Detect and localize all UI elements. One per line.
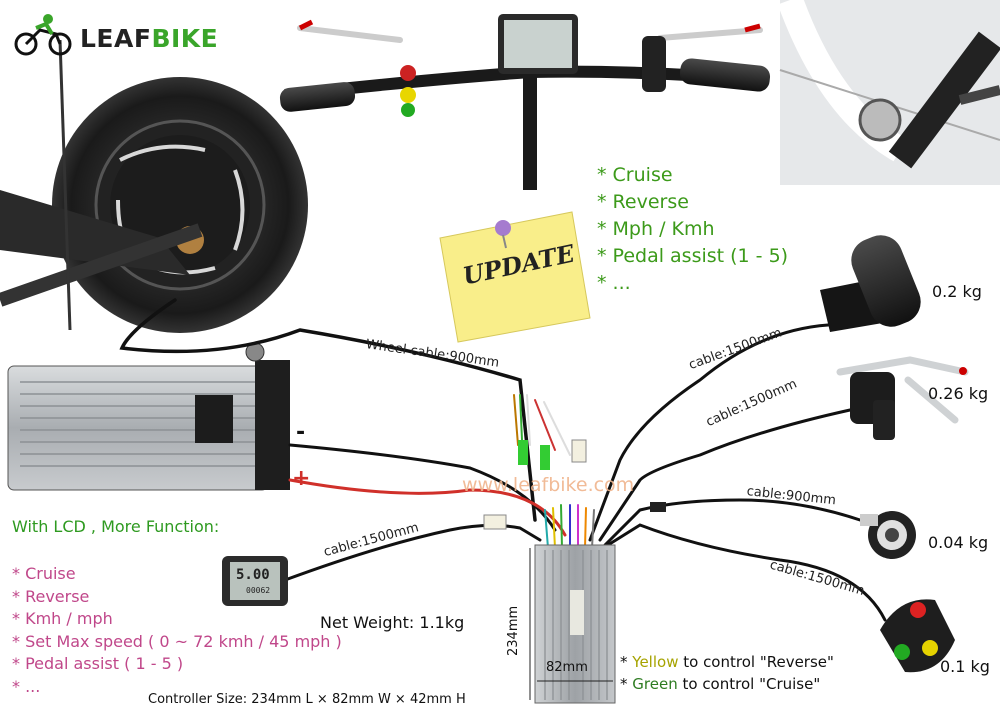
switch-note-line-reverse: * Yellow to control "Reverse" <box>620 651 834 673</box>
lcd-function-item: * Reverse <box>12 586 90 606</box>
controller <box>529 544 616 704</box>
note-color-green: Green <box>632 675 678 693</box>
handlebar <box>279 14 771 190</box>
battery-plus-label: + <box>292 466 311 491</box>
controller-width-label: 82mm <box>546 660 588 675</box>
controller-size-caption: Controller Size: 234mm L × 82mm W × 42mm… <box>148 692 466 707</box>
lcd-connector <box>483 514 507 530</box>
net-weight: Net Weight: 1.1kg <box>320 613 465 632</box>
note-suffix: to control "Cruise" <box>677 675 821 693</box>
switch-function-item: * ... <box>597 272 631 294</box>
switch-function-list: * Cruise * Reverse * Mph / Kmh * Pedal a… <box>597 162 788 297</box>
brake-lever <box>836 356 969 440</box>
sticky-note <box>439 211 591 343</box>
switch-note-line-cruise: * Green to control "Cruise" <box>620 673 834 695</box>
pas-weight: 0.04 kg <box>928 533 989 552</box>
lcd-function-item: * ... <box>12 676 41 696</box>
lcd-function-list: * Cruise * Reverse * Kmh / mph * Set Max… <box>12 563 342 698</box>
brake-weight: 0.26 kg <box>928 384 989 403</box>
switch-color-note: * Yellow to control "Reverse" * Green to… <box>620 651 834 695</box>
switch-function-item: * Pedal assist (1 - 5) <box>597 245 789 267</box>
watermark-text: www.leafbike.com <box>462 474 635 496</box>
lcd-speed-readout: 5.00 <box>236 567 270 583</box>
crank-photo <box>777 0 1000 185</box>
battery <box>7 342 290 491</box>
throttle-weight: 0.2 kg <box>932 282 982 301</box>
lcd-function-item: * Pedal assist ( 1 - 5 ) <box>12 654 184 673</box>
battery-minus-label: - <box>296 420 306 445</box>
brand-name-part2: BIKE <box>151 24 219 53</box>
controller-height-label: 234mm <box>506 605 521 656</box>
switch-function-item: * Cruise <box>597 164 673 186</box>
handlebar-switch <box>880 599 955 673</box>
note-color-yellow: Yellow <box>632 653 679 671</box>
brand-logo-icon <box>12 12 76 56</box>
switch-function-item: * Mph / Kmh <box>597 218 715 240</box>
switch-weight: 0.1 kg <box>940 657 990 676</box>
note-prefix: * <box>620 653 633 671</box>
hall-connector <box>571 439 587 463</box>
note-prefix: * <box>620 675 633 693</box>
throttle <box>820 235 921 332</box>
phase-connector-green <box>518 440 528 465</box>
pas-connector <box>650 502 666 512</box>
pas-sensor <box>860 511 916 559</box>
lcd-odo-readout: 00062 <box>246 586 271 595</box>
switch-function-item: * Reverse <box>597 191 689 213</box>
lcd-function-heading: With LCD , More Function: <box>12 517 220 536</box>
lcd-function-item: * Cruise <box>12 564 76 583</box>
brand-name-part1: LEAF <box>80 24 152 53</box>
lcd-function-item: * Kmh / mph <box>12 609 113 628</box>
lcd-display-device <box>222 556 288 606</box>
lcd-function-item: * Set Max speed ( 0 ~ 72 kmh / 45 mph ) <box>12 631 342 651</box>
phase-connector-green-2 <box>540 445 550 470</box>
brand-name: LEAFBIKE <box>80 24 218 53</box>
note-suffix: to control "Reverse" <box>678 653 834 671</box>
hub-motor-wheel <box>0 39 308 333</box>
